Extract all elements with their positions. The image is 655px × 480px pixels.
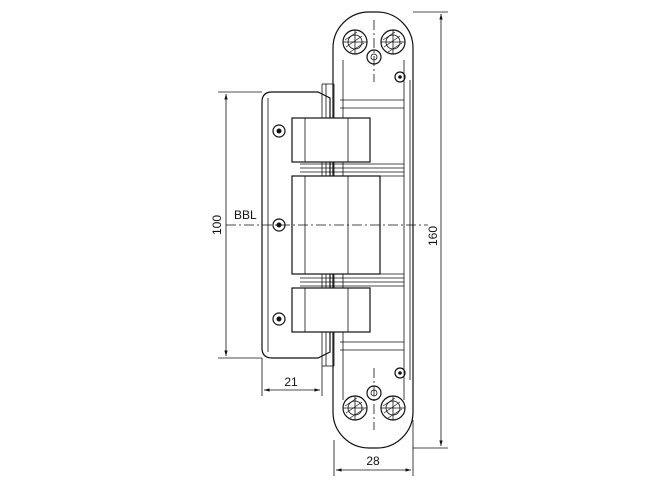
dimension-overall-height <box>413 11 448 449</box>
dimension-hole-spacing <box>218 91 262 359</box>
leaf-screws <box>272 124 286 326</box>
dimension-leaf-offset <box>261 358 323 396</box>
top-mounting-holes <box>342 29 406 83</box>
dimension-21-label: 21 <box>284 375 298 389</box>
dimension-100-label: 100 <box>210 215 224 235</box>
dimension-body-width <box>333 420 414 476</box>
dimension-28-label: 28 <box>366 454 380 468</box>
bottom-mounting-holes <box>342 367 406 421</box>
bbl-label: BBL <box>234 208 257 222</box>
reference-centerline <box>226 20 428 430</box>
dimension-160-label: 160 <box>426 226 440 246</box>
